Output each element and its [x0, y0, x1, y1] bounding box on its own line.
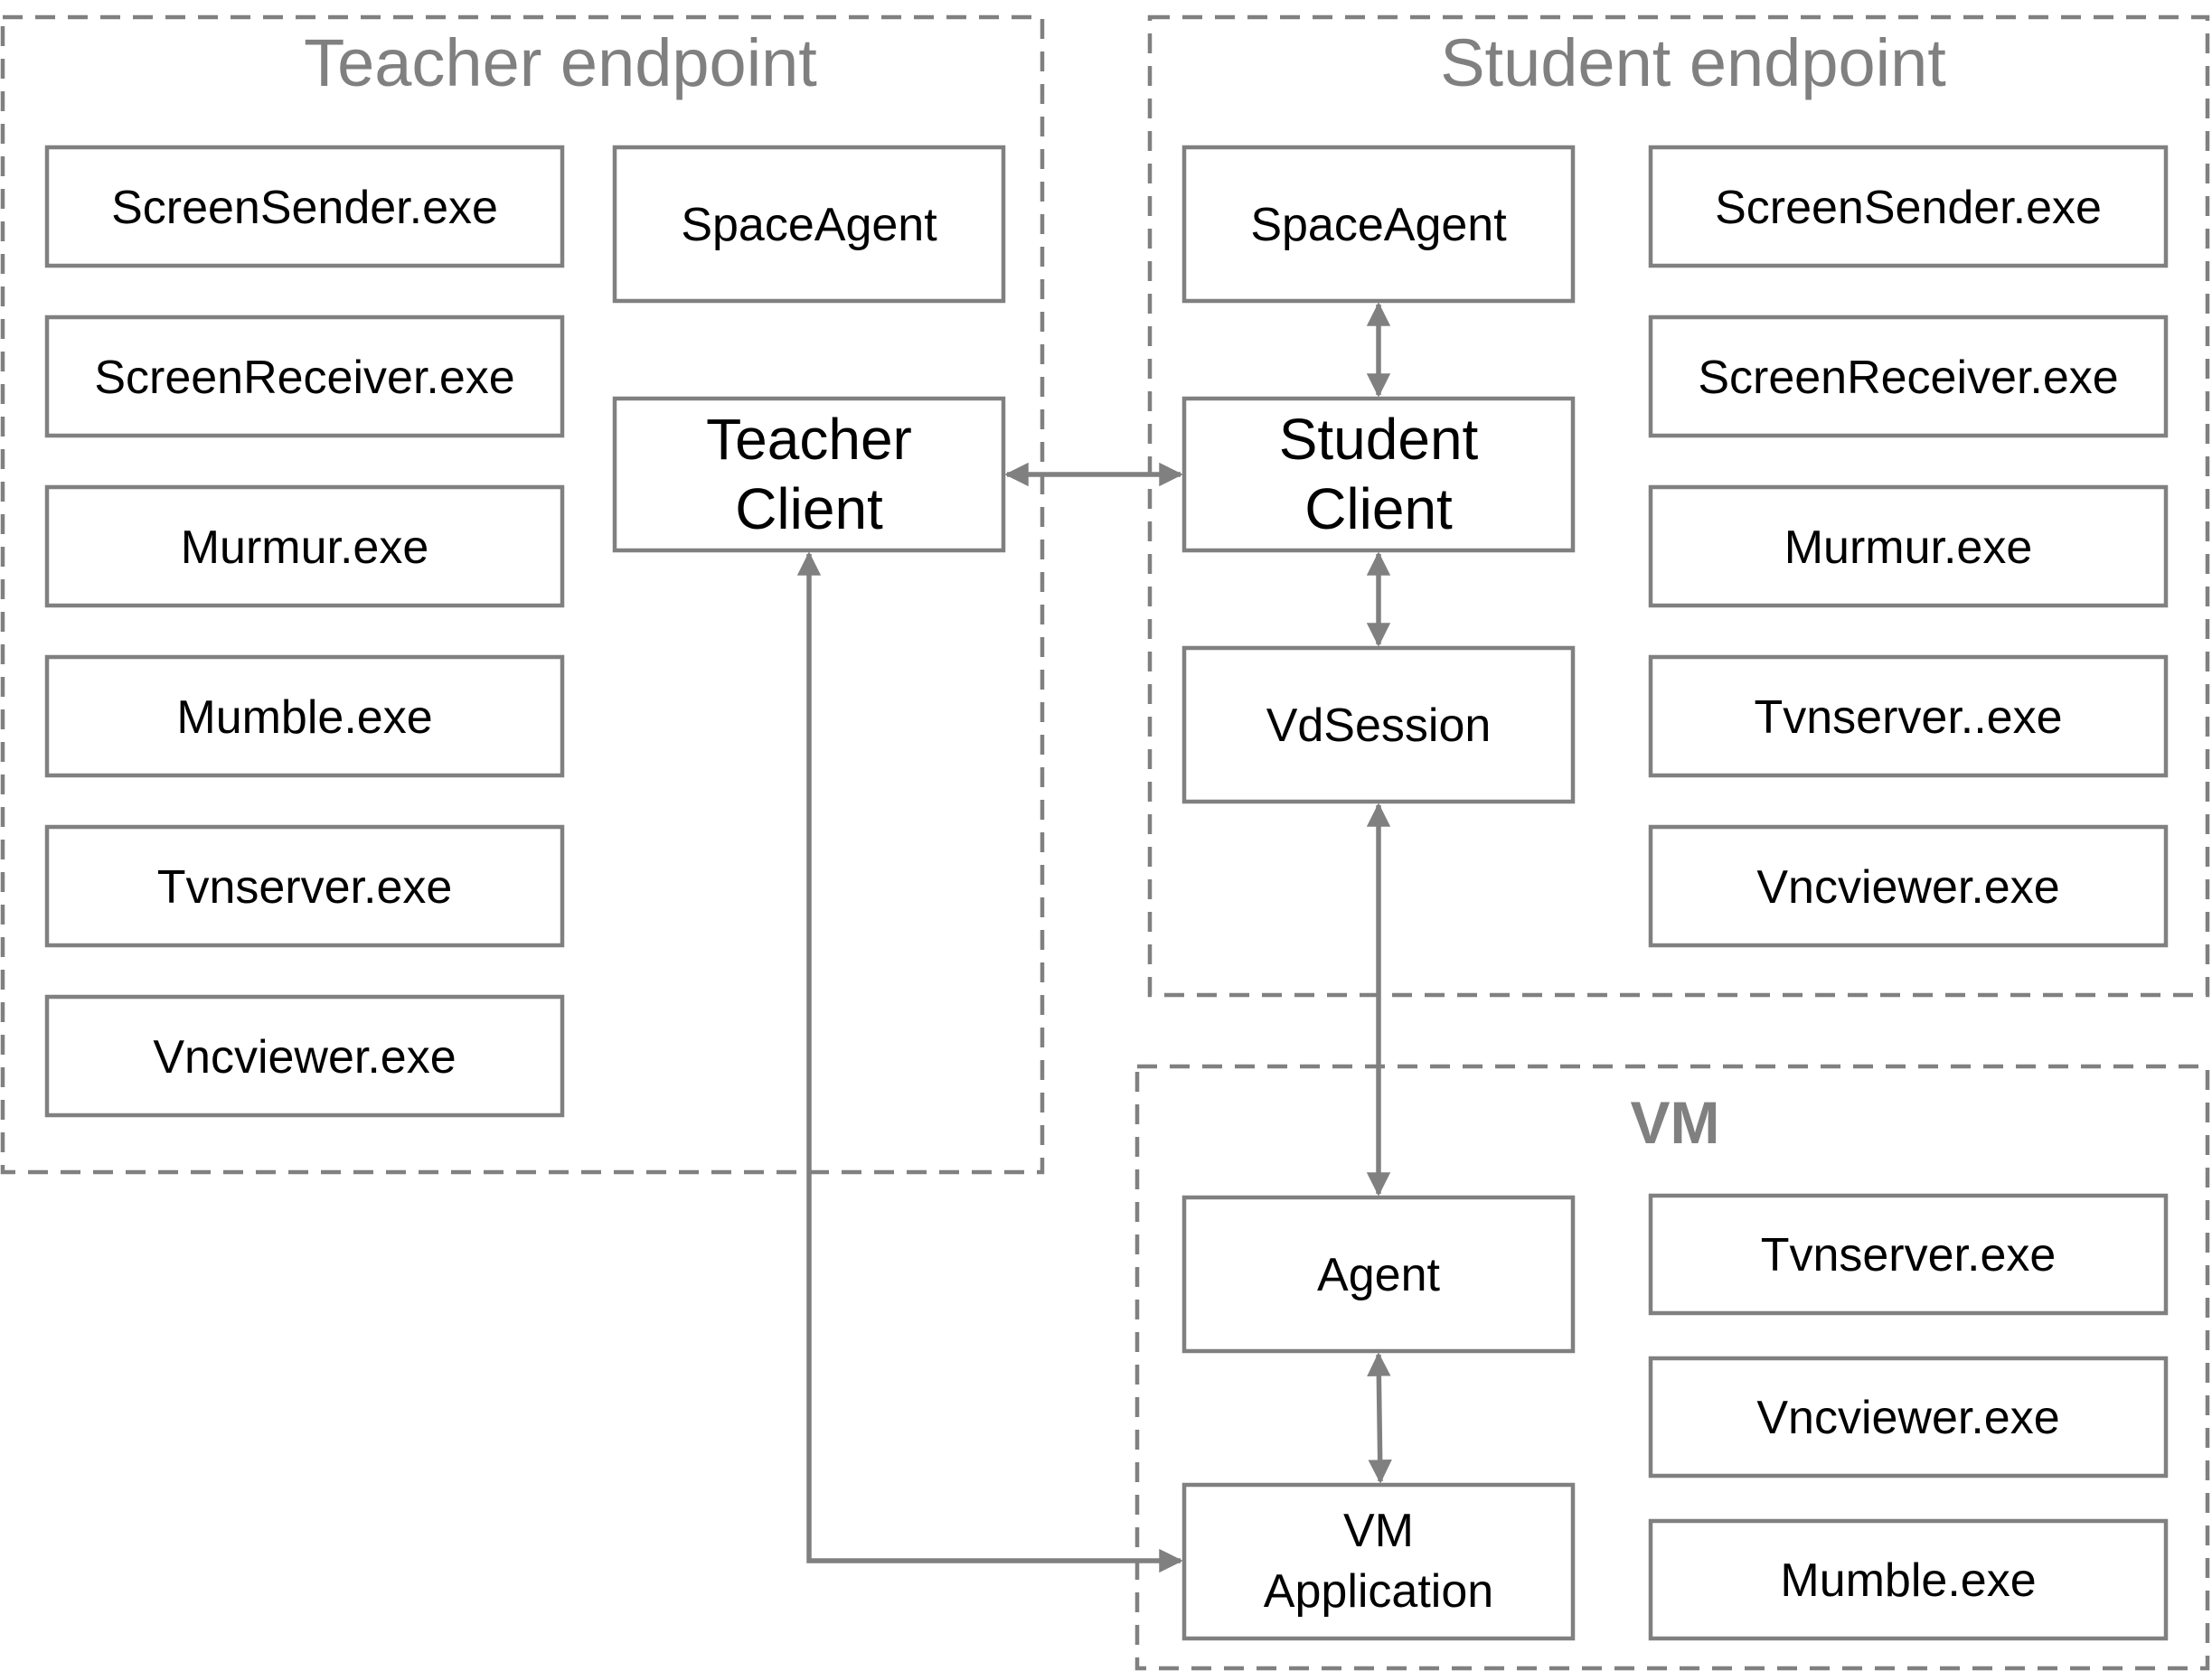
student-screen-sender-label: ScreenSender.exe	[1715, 182, 2102, 234]
student-vncviewer-box: Vncviewer.exe	[1648, 824, 2169, 948]
teacher-murmur-box: Murmur.exe	[44, 484, 565, 608]
vm-agent-label: Agent	[1317, 1249, 1440, 1301]
vm-agent-box: Agent	[1181, 1195, 1576, 1354]
student-vd-session-box: VdSession	[1181, 645, 1576, 804]
vm-mumble-label: Mumble.exe	[1780, 1554, 2036, 1607]
teacher-client-label-line1: Teacher	[706, 407, 912, 472]
vm-mumble-box: Mumble.exe	[1648, 1518, 2169, 1641]
student-screen-receiver-box: ScreenReceiver.exe	[1648, 314, 2169, 438]
student-endpoint-group: Student endpoint	[1147, 14, 2210, 998]
student-endpoint-frame	[1147, 14, 2210, 998]
student-client-label-line1: Student	[1279, 407, 1479, 472]
teacher-screen-sender-label: ScreenSender.exe	[111, 182, 498, 234]
teacher-vncviewer-label: Vncviewer.exe	[153, 1031, 456, 1084]
vm-tvnserver-box: Tvnserver.exe	[1648, 1193, 2169, 1316]
teacher-client-box: Teacher Client	[612, 396, 1006, 553]
vm-application-label-line2: Application	[1264, 1565, 1493, 1618]
teacher-screen-receiver-label: ScreenReceiver.exe	[94, 352, 514, 404]
teacher-tvnserver-label: Tvnserver.exe	[157, 861, 453, 914]
student-space-agent-label: SpaceAgent	[1250, 199, 1507, 251]
teacher-tvnserver-box: Tvnserver.exe	[44, 824, 565, 948]
student-endpoint-title: Student endpoint	[1440, 25, 1946, 100]
teacher-space-agent-box: SpaceAgent	[612, 145, 1006, 304]
vm-application-box: VM Application	[1181, 1482, 1576, 1641]
student-screen-receiver-label: ScreenReceiver.exe	[1698, 352, 2118, 404]
student-space-agent-box: SpaceAgent	[1181, 145, 1576, 304]
teacher-mumble-label: Mumble.exe	[176, 691, 432, 744]
student-murmur-box: Murmur.exe	[1648, 484, 2169, 608]
teacher-endpoint-title: Teacher endpoint	[304, 25, 817, 100]
teacher-murmur-label: Murmur.exe	[181, 521, 429, 574]
teacher-screen-receiver-box: ScreenReceiver.exe	[44, 314, 565, 438]
vm-application-label-line1: VM	[1343, 1505, 1414, 1557]
student-client-label-line2: Client	[1304, 476, 1453, 541]
vm-tvnserver-label: Tvnserver.exe	[1761, 1229, 2057, 1281]
vm-vncviewer-label: Vncviewer.exe	[1756, 1392, 2059, 1444]
vm-vncviewer-box: Vncviewer.exe	[1648, 1356, 2169, 1479]
student-tvnserver-label: Tvnserver..exe	[1754, 691, 2062, 744]
student-client-box: Student Client	[1181, 396, 1576, 553]
arrow-teacher-client-to-vm-application	[796, 551, 1183, 1573]
teacher-mumble-box: Mumble.exe	[44, 654, 565, 778]
student-vncviewer-label: Vncviewer.exe	[1756, 861, 2059, 914]
student-vd-session-label: VdSession	[1266, 699, 1492, 752]
arrow-vm-agent-to-vm-application	[1367, 1352, 1392, 1484]
teacher-client-label-line2: Client	[735, 476, 883, 541]
student-murmur-label: Murmur.exe	[1784, 521, 2033, 574]
teacher-screen-sender-box: ScreenSender.exe	[44, 145, 565, 268]
student-screen-sender-box: ScreenSender.exe	[1648, 145, 2169, 268]
teacher-space-agent-label: SpaceAgent	[681, 199, 937, 251]
vm-title: VM	[1631, 1089, 1720, 1156]
teacher-vncviewer-box: Vncviewer.exe	[44, 994, 565, 1118]
teacher-endpoint-frame	[0, 14, 1045, 1175]
student-tvnserver-box: Tvnserver..exe	[1648, 654, 2169, 778]
teacher-endpoint-group: Teacher endpoint	[0, 14, 1045, 1175]
